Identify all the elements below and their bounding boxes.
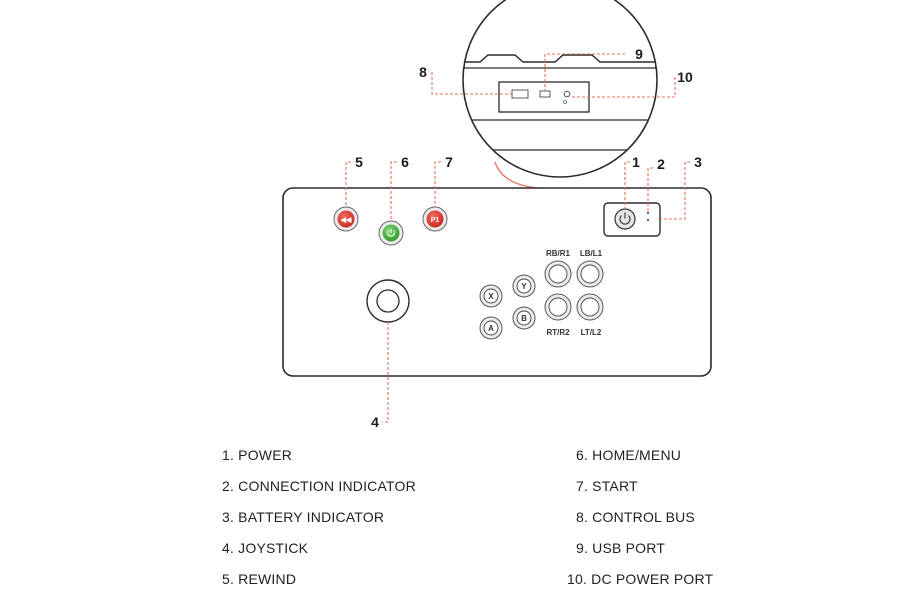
legend-item: 8. CONTROL BUS bbox=[576, 509, 695, 525]
callout-2: 2 bbox=[657, 156, 665, 172]
callout-9: 9 bbox=[635, 46, 643, 62]
callout-3: 3 bbox=[694, 154, 702, 170]
button-a-label: A bbox=[488, 324, 494, 333]
button-b[interactable]: B bbox=[512, 306, 536, 330]
label-lb-l1: LB/L1 bbox=[580, 249, 603, 258]
button-lb-l1[interactable] bbox=[576, 260, 604, 288]
button-a[interactable]: A bbox=[479, 316, 503, 340]
rewind-icon: ◀◀ bbox=[340, 217, 352, 224]
legend-item: 6. HOME/MENU bbox=[576, 447, 682, 463]
label-lt-l2: LT/L2 bbox=[581, 328, 602, 337]
power-button-area bbox=[603, 202, 661, 237]
label-rt-r2: RT/R2 bbox=[546, 328, 570, 337]
home-menu-icon bbox=[386, 229, 396, 237]
port-zoom-inset bbox=[462, 0, 658, 178]
dc-power-port bbox=[563, 90, 571, 98]
callout-8: 8 bbox=[419, 64, 427, 80]
control-bus-port bbox=[511, 89, 529, 99]
rewind-button[interactable]: ◀◀ bbox=[333, 206, 359, 232]
zoom-connector bbox=[494, 161, 538, 189]
button-lt-l2[interactable] bbox=[576, 293, 604, 321]
button-x[interactable]: X bbox=[479, 284, 503, 308]
power-button[interactable] bbox=[614, 208, 636, 230]
callout-5: 5 bbox=[355, 154, 363, 170]
home-menu-button[interactable] bbox=[378, 220, 404, 246]
button-x-label: X bbox=[488, 292, 494, 301]
legend-item: 9. USB PORT bbox=[576, 540, 666, 556]
callout-4: 4 bbox=[371, 414, 379, 430]
connection-indicator bbox=[646, 211, 650, 215]
legend-item: 7. START bbox=[576, 478, 638, 494]
usb-port bbox=[539, 90, 551, 98]
start-button[interactable]: P1 bbox=[422, 206, 448, 232]
button-y[interactable]: Y bbox=[512, 274, 536, 298]
start-button-label: P1 bbox=[431, 217, 440, 224]
button-y-label: Y bbox=[521, 282, 527, 291]
button-b-label: B bbox=[521, 314, 527, 323]
button-rt-r2[interactable] bbox=[544, 293, 572, 321]
callout-6: 6 bbox=[401, 154, 409, 170]
callout-1: 1 bbox=[632, 154, 640, 170]
joystick[interactable] bbox=[366, 279, 410, 323]
legend-item: 5. REWIND bbox=[222, 571, 297, 587]
legend-item: 2. CONNECTION INDICATOR bbox=[222, 478, 416, 494]
callout-lines bbox=[345, 53, 690, 423]
button-rb-r1[interactable] bbox=[544, 260, 572, 288]
battery-indicator bbox=[646, 218, 650, 222]
power-icon bbox=[619, 212, 631, 225]
legend-item: 10. DC POWER PORT bbox=[567, 571, 714, 587]
callout-7: 7 bbox=[445, 154, 453, 170]
legend-item: 1. POWER bbox=[222, 447, 293, 463]
legend-item: 4. JOYSTICK bbox=[222, 540, 309, 556]
callout-10: 10 bbox=[677, 69, 693, 85]
legend-item: 3. BATTERY INDICATOR bbox=[222, 509, 385, 525]
label-rb-r1: RB/R1 bbox=[546, 249, 571, 258]
